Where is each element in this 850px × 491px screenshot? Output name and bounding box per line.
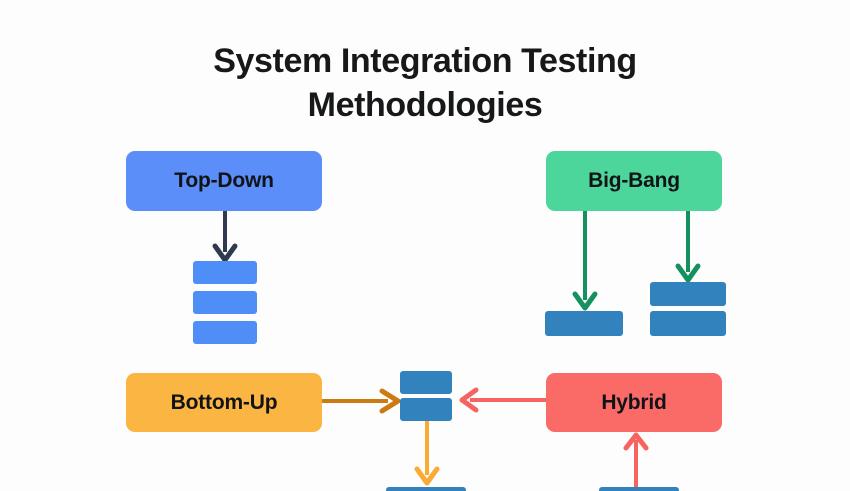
edge-big-bang-to-right-module xyxy=(675,208,701,286)
node-top-down[interactable]: Top-Down xyxy=(126,151,322,211)
node-top-down-label: Top-Down xyxy=(174,169,274,192)
module-bar[interactable] xyxy=(650,282,726,306)
module-bar[interactable] xyxy=(386,487,466,491)
page-title: System Integration Testing Methodologies xyxy=(0,40,850,127)
module-bar[interactable] xyxy=(650,311,726,336)
node-bottom-up[interactable]: Bottom-Up xyxy=(126,373,322,432)
page-title-line-1: System Integration Testing xyxy=(213,42,637,80)
edge-center-to-bottom-module xyxy=(414,421,440,487)
module-bar[interactable] xyxy=(400,398,452,421)
edge-big-bang-to-left-module xyxy=(572,208,598,314)
node-hybrid[interactable]: Hybrid xyxy=(546,373,722,432)
module-bar[interactable] xyxy=(400,371,452,394)
module-bar[interactable] xyxy=(193,321,257,344)
node-big-bang[interactable]: Big-Bang xyxy=(546,151,722,211)
module-bar[interactable] xyxy=(193,291,257,314)
node-hybrid-label: Hybrid xyxy=(601,390,667,414)
edge-bottom-up-to-center xyxy=(320,388,402,414)
edge-top-down-to-stack xyxy=(212,206,238,264)
module-bar[interactable] xyxy=(193,261,257,284)
page-title-line-2: Methodologies xyxy=(307,85,543,124)
module-bar[interactable] xyxy=(545,311,623,336)
node-bottom-up-label: Bottom-Up xyxy=(170,390,278,414)
edge-hybrid-to-center xyxy=(458,387,550,413)
edge-bottom-module-to-hybrid xyxy=(623,432,649,490)
module-bar[interactable] xyxy=(599,487,679,491)
node-big-bang-label: Big-Bang xyxy=(588,169,680,192)
